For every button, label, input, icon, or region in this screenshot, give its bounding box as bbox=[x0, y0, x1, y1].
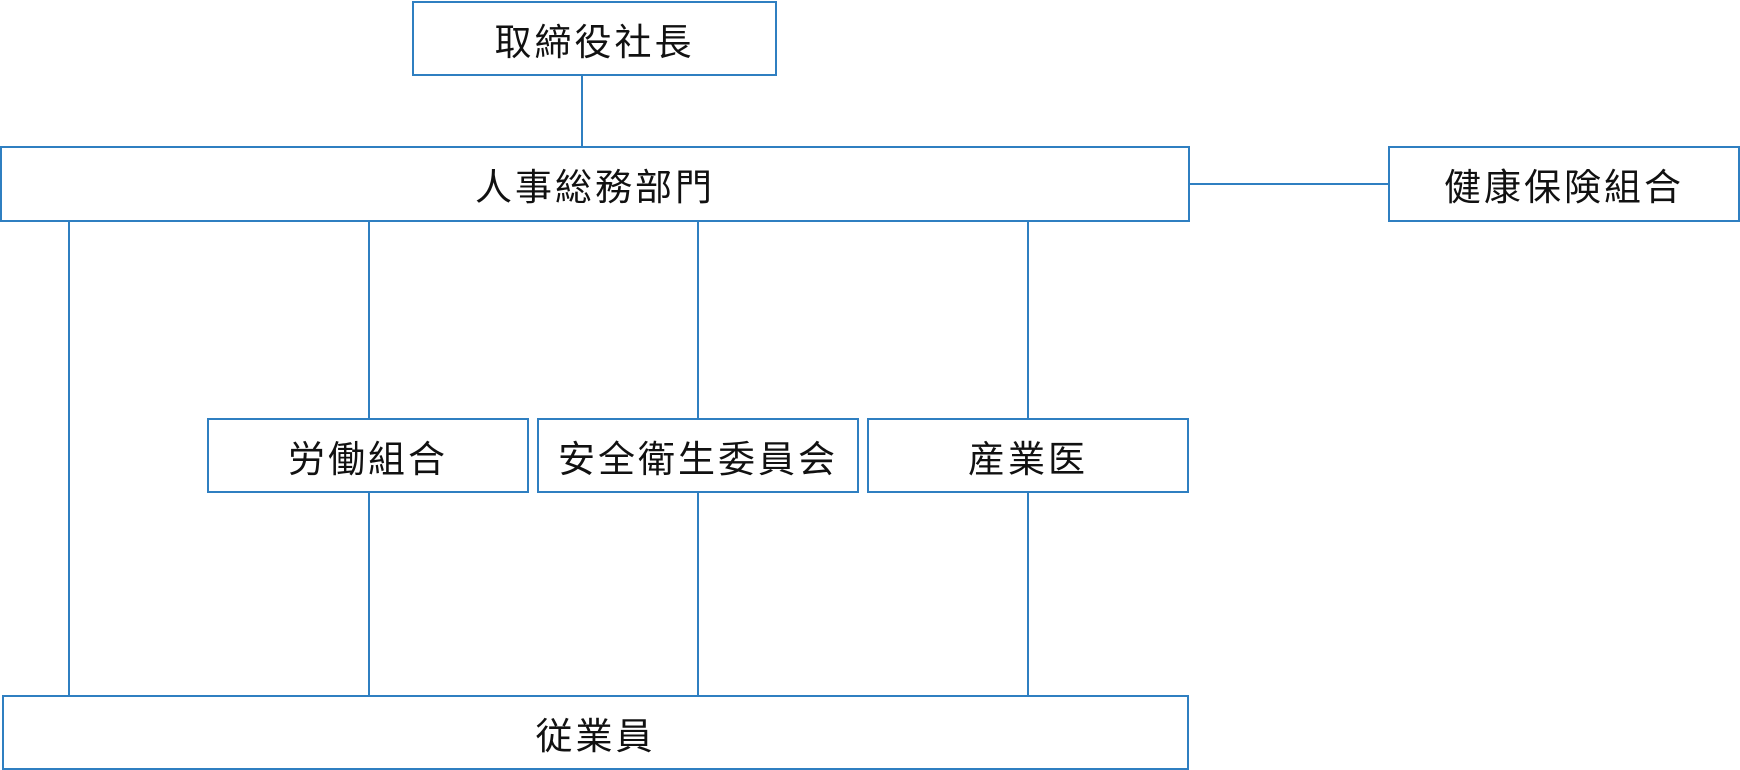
connector-hr-safety-committee bbox=[697, 220, 699, 420]
node-safety-health-committee: 安全衛生委員会 bbox=[537, 418, 859, 493]
node-labor-union-label: 労働組合 bbox=[288, 437, 448, 481]
node-health-insurance: 健康保険組合 bbox=[1388, 146, 1740, 222]
connector-hr-labor-union bbox=[368, 220, 370, 420]
node-hr-general-affairs: 人事総務部門 bbox=[0, 146, 1190, 222]
node-president: 取締役社長 bbox=[412, 1, 777, 76]
node-labor-union: 労働組合 bbox=[207, 418, 529, 493]
connector-safety-committee-employees bbox=[697, 491, 699, 697]
node-hr-general-affairs-label: 人事総務部門 bbox=[475, 166, 715, 209]
node-health-insurance-label: 健康保険組合 bbox=[1444, 166, 1684, 209]
connector-hr-employees bbox=[68, 220, 70, 697]
connector-president-hr bbox=[581, 74, 583, 148]
node-industrial-physician-label: 産業医 bbox=[968, 437, 1088, 481]
node-president-label: 取締役社長 bbox=[494, 20, 695, 64]
connector-industrial-physician-employees bbox=[1027, 491, 1029, 697]
node-employees-label: 従業員 bbox=[535, 714, 656, 758]
connector-hr-industrial-physician bbox=[1027, 220, 1029, 420]
connector-hr-health-insurance bbox=[1188, 183, 1390, 185]
node-employees: 従業員 bbox=[2, 695, 1189, 770]
node-safety-health-committee-label: 安全衛生委員会 bbox=[558, 437, 838, 481]
connector-labor-union-employees bbox=[368, 491, 370, 697]
node-industrial-physician: 産業医 bbox=[867, 418, 1189, 493]
